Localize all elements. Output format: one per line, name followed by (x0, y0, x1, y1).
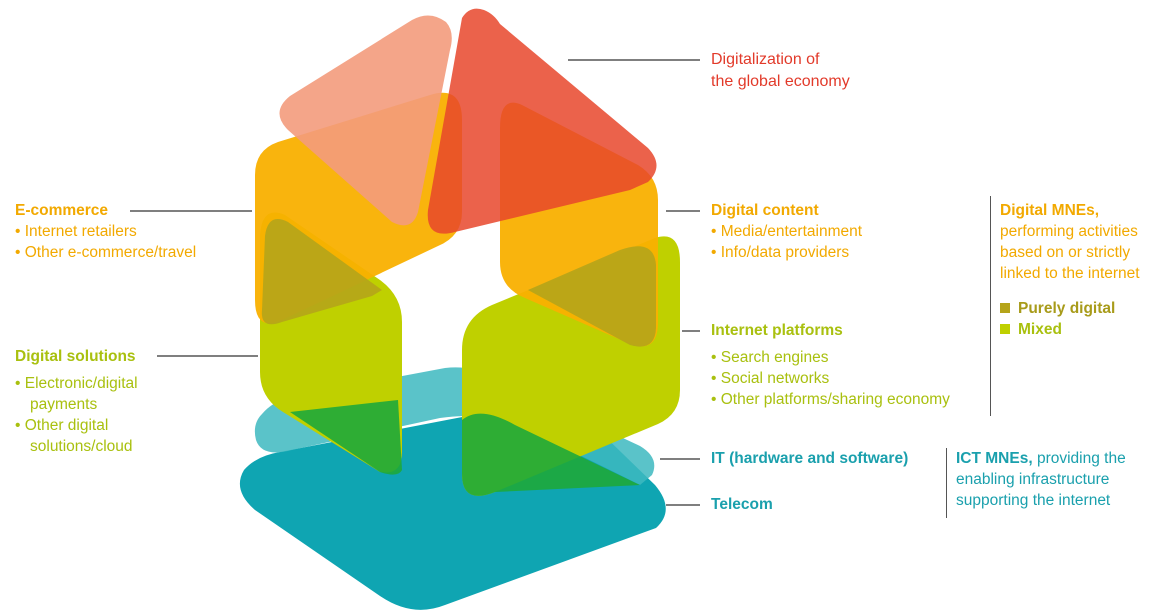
digital-mnes-desc-line: linked to the internet (1000, 265, 1140, 282)
ict-mnes-title: ICT MNEs, (956, 450, 1033, 467)
digital-mnes-legend: Digital MNEs, performing activities base… (1000, 200, 1140, 340)
ict-mnes-bracket (946, 448, 947, 518)
digital-mnes-title: Digital MNEs, (1000, 202, 1100, 219)
ecommerce-item: Other e-commerce/travel (15, 242, 196, 263)
ecommerce-label: E-commerce Internet retailers Other e-co… (15, 200, 196, 263)
internet-platforms-item: Search engines (711, 347, 950, 368)
overlap-left-green (290, 400, 402, 475)
overlap-left-olive (261, 219, 382, 325)
digital-solutions-item-cont: solutions/cloud (30, 438, 133, 455)
legend-item-purely-digital: Purely digital (1000, 298, 1140, 319)
overlap-right-olive (528, 246, 656, 347)
roof-left-panel (279, 15, 452, 226)
ict-mnes-desc-line: supporting the internet (956, 492, 1111, 509)
ict-mnes-line-1: ICT MNEs, providing the (956, 448, 1126, 469)
legend-item-mixed: Mixed (1000, 319, 1140, 340)
digital-content-item: Media/entertainment (711, 221, 862, 242)
digital-content-title: Digital content (711, 202, 819, 219)
ict-mnes-desc-start: providing the (1032, 450, 1126, 467)
digital-solutions-title: Digital solutions (15, 348, 136, 365)
digitalization-line-2: the global economy (711, 73, 850, 90)
internet-platforms-label: Internet platforms Search engines Social… (711, 320, 950, 410)
mixed-label: Mixed (1018, 321, 1062, 338)
digital-content-label: Digital content Media/entertainment Info… (711, 200, 862, 263)
digital-solutions-item-cont: payments (30, 396, 98, 413)
purely-digital-label: Purely digital (1018, 300, 1116, 317)
it-label: IT (hardware and software) (711, 450, 909, 467)
telecom-label: Telecom (711, 496, 773, 513)
mixed-swatch (1000, 324, 1010, 334)
purely-digital-swatch (1000, 303, 1010, 313)
digital-solutions-item: Electronic/digital (15, 373, 138, 394)
digitalization-line-1: Digitalization of (711, 51, 820, 68)
ict-mnes-desc-line: enabling infrastructure (956, 471, 1110, 488)
digital-content-item: Info/data providers (711, 242, 862, 263)
digitalization-label: Digitalization of the global economy (711, 49, 850, 93)
internet-platforms-title: Internet platforms (711, 322, 843, 339)
leader-lines (130, 59, 700, 506)
internet-platforms-item: Social networks (711, 368, 950, 389)
digital-mnes-desc-line: based on or strictly (1000, 244, 1131, 261)
roof-right-panel (427, 8, 657, 234)
ecommerce-item: Internet retailers (15, 221, 196, 242)
overlap-right-green (462, 413, 640, 496)
digital-mnes-bracket (990, 196, 991, 416)
internet-platforms-item: Other platforms/sharing economy (711, 389, 950, 410)
ecommerce-title: E-commerce (15, 202, 109, 219)
digital-mnes-desc-line: performing activities (1000, 223, 1138, 240)
digital-solutions-label: Digital solutions Electronic/digital pay… (15, 346, 138, 457)
digital-solutions-item: Other digital (15, 415, 138, 436)
ict-mnes-legend: ICT MNEs, providing the enabling infrast… (956, 448, 1126, 511)
